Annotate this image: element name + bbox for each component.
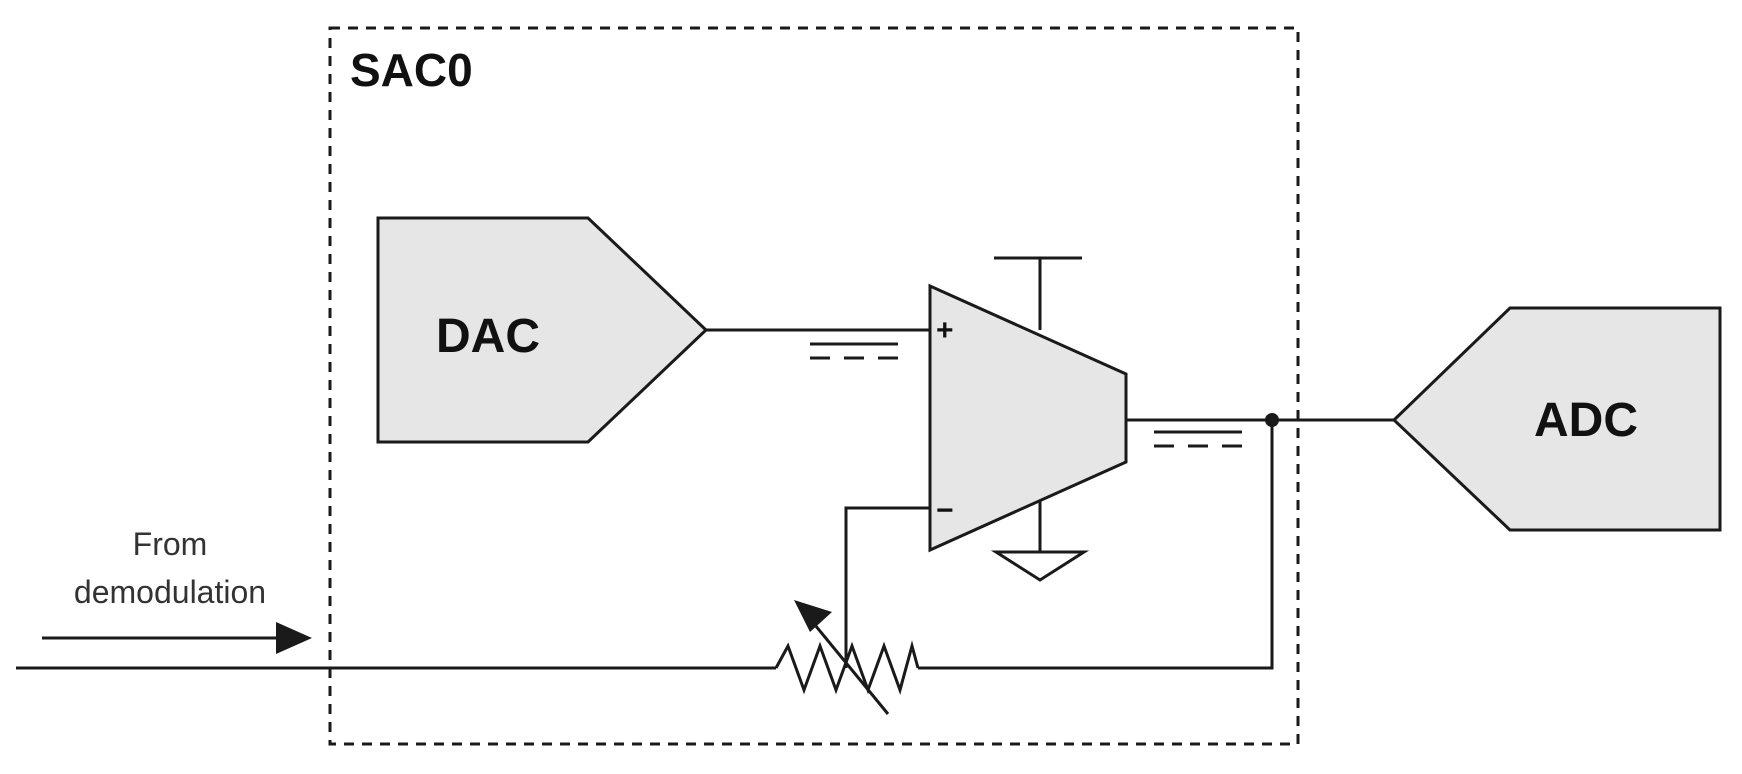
dac-label: DAC bbox=[436, 310, 540, 363]
variable-resistor bbox=[774, 640, 920, 695]
sac0-label: SAC0 bbox=[350, 44, 473, 96]
plus-input-sign: + bbox=[936, 314, 954, 347]
dc-symbol-output bbox=[1154, 430, 1242, 448]
feedback-wire bbox=[918, 420, 1274, 670]
input-label-line2: demodulation bbox=[74, 574, 266, 610]
dac-block bbox=[376, 216, 709, 444]
variable-resistor-arrow-icon bbox=[794, 600, 890, 715]
inverting-input-wire bbox=[844, 506, 930, 668]
op-amp bbox=[928, 283, 1128, 553]
supply-rail-icon bbox=[994, 256, 1082, 330]
adc-block bbox=[1391, 306, 1722, 532]
input-arrow-icon bbox=[42, 622, 312, 654]
input-label-line1: From bbox=[133, 526, 208, 562]
ground-icon bbox=[990, 496, 1090, 582]
minus-input-sign: − bbox=[936, 494, 954, 527]
dc-symbol-dac bbox=[810, 342, 898, 360]
adc-label: ADC bbox=[1534, 394, 1638, 447]
sac0-boundary bbox=[328, 26, 1300, 746]
